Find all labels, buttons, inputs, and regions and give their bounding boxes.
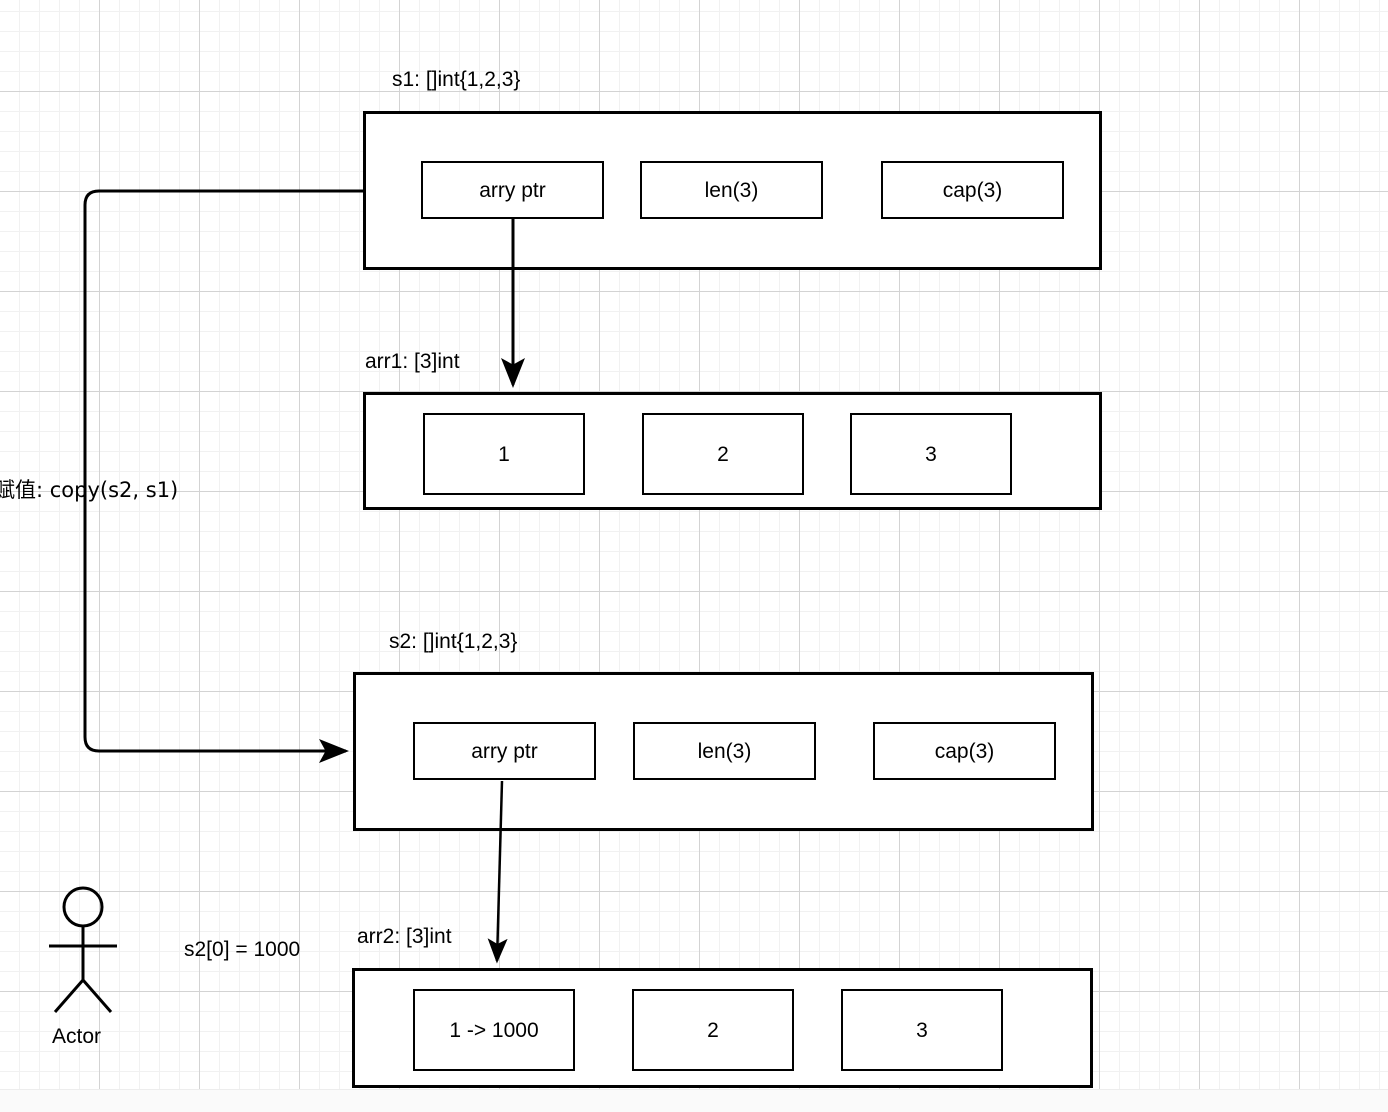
block-s2[interactable]: arry ptr len(3) cap(3): [353, 672, 1094, 831]
cell-s2-cap[interactable]: cap(3): [873, 722, 1056, 780]
cell-s2-arry-ptr[interactable]: arry ptr: [413, 722, 596, 780]
annotation-assign: 赋值: copy(s2, s1): [0, 478, 179, 502]
cell-s2-len[interactable]: len(3): [633, 722, 816, 780]
actor-figure[interactable]: [49, 886, 117, 1013]
cell-s1-arry-ptr[interactable]: arry ptr: [421, 161, 604, 219]
block-label-s2: s2: []int{1,2,3}: [389, 630, 518, 653]
block-arr1[interactable]: 1 2 3: [363, 392, 1102, 510]
actor-leg-right-icon: [81, 979, 113, 1013]
actor-leg-left-icon: [53, 979, 85, 1013]
actor-head-icon: [62, 886, 104, 928]
actor-label: Actor: [52, 1025, 102, 1048]
block-label-arr1: arr1: [3]int: [365, 350, 460, 373]
block-label-s1: s1: []int{1,2,3}: [392, 68, 521, 91]
cell-arr2-2[interactable]: 3: [841, 989, 1003, 1071]
connector-s2-ptr-to-arr2[interactable]: [487, 780, 508, 964]
cell-arr1-1[interactable]: 2: [642, 413, 804, 495]
cell-arr1-2[interactable]: 3: [850, 413, 1012, 495]
block-arr2[interactable]: 1 -> 1000 2 3: [352, 968, 1093, 1088]
connector-s1-to-s2[interactable]: [83, 189, 363, 763]
cell-arr2-0[interactable]: 1 -> 1000: [413, 989, 575, 1071]
page-footer: [0, 1089, 1388, 1112]
block-label-arr2: arr2: [3]int: [357, 925, 452, 948]
cell-s1-cap[interactable]: cap(3): [881, 161, 1064, 219]
annotation-mutate: s2[0] = 1000: [184, 938, 301, 961]
cell-s1-len[interactable]: len(3): [640, 161, 823, 219]
cell-arr1-0[interactable]: 1: [423, 413, 585, 495]
cell-arr2-1[interactable]: 2: [632, 989, 794, 1071]
block-s1[interactable]: arry ptr len(3) cap(3): [363, 111, 1102, 270]
